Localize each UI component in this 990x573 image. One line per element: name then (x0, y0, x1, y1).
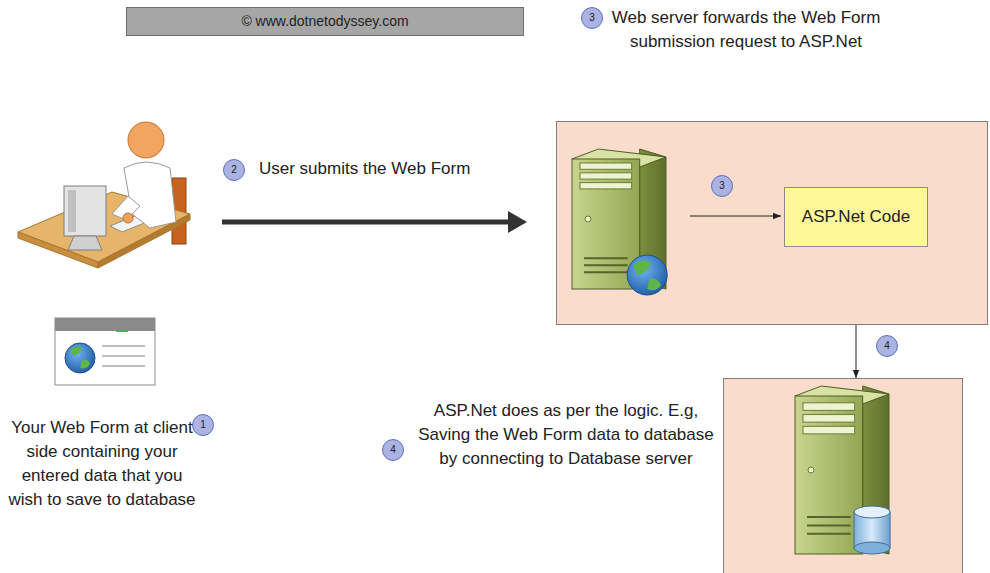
submit-arrow (222, 211, 527, 233)
web-form-icon (55, 318, 155, 385)
arrow-label: User submits the Web Form (259, 157, 470, 181)
step-description: Your Web Form at client side containing … (4, 416, 200, 512)
step-description: Web server forwards the Web Form submiss… (611, 6, 881, 54)
server-illustration (723, 378, 963, 573)
node-text: ASP.Net Code (802, 207, 910, 227)
user-illustration (18, 122, 190, 268)
callout-number: 1 (192, 414, 214, 436)
node-text: © www.dotnetodyssey.com (241, 13, 408, 30)
callout-number: 4 (876, 335, 898, 357)
callout-number: 4 (382, 439, 404, 461)
callout-number: 3 (711, 175, 733, 197)
callout-number: 2 (223, 159, 245, 181)
process-box: ASP.Net Code (784, 187, 928, 247)
web-server-panel: Web server forwards the Web Form submiss… (556, 121, 988, 325)
database-server-panel: ASP.Net does as per the logic. E.g, Savi… (723, 378, 963, 573)
callout-number: 3 (581, 7, 603, 29)
watermark-box: © www.dotnetodyssey.com (126, 7, 524, 36)
step-description: ASP.Net does as per the logic. E.g, Savi… (416, 399, 716, 471)
